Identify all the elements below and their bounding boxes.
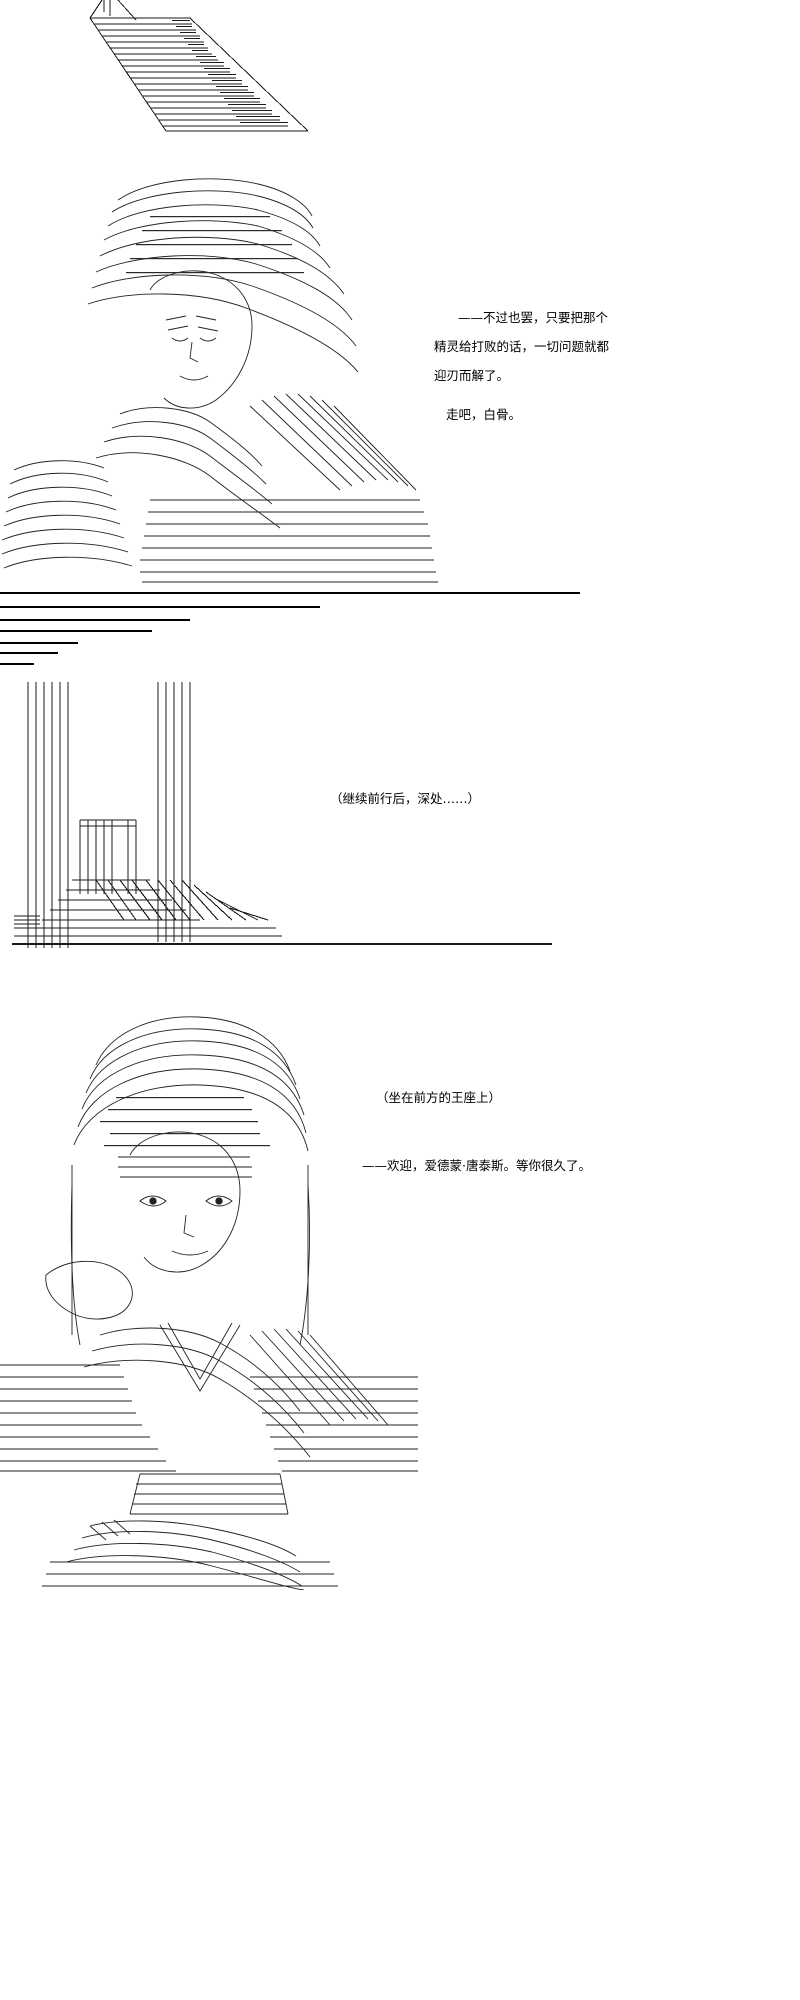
separator-rule-5 <box>0 642 78 644</box>
scene3-dialogue-line-1: ——欢迎，爱德蒙·唐泰斯。等你很久了。 <box>362 1158 591 1173</box>
scene1-dialogue-line-1: ——不过也罢，只要把那个 <box>458 310 609 325</box>
separator-rule-2 <box>0 606 320 608</box>
separator-rule-3 <box>0 619 190 621</box>
bottom-fragment-art <box>42 1473 338 1590</box>
top-stairs-art <box>89 0 309 132</box>
separator-rule-7 <box>0 663 34 665</box>
throne-character-art <box>0 1016 418 1472</box>
scene3-stage-direction: （坐在前方的王座上） <box>376 1090 502 1105</box>
scene1-dialogue-line-3: 迎刃而解了。 <box>434 368 510 383</box>
scene2-caption: （继续前行后，深处……） <box>330 791 481 806</box>
pillar-hall-art <box>12 682 552 948</box>
separator-rule-1 <box>0 592 580 594</box>
character-portrait-art <box>1 178 438 583</box>
separator-rule-4 <box>0 630 152 632</box>
separator-rule-6 <box>0 652 58 654</box>
scene1-dialogue-line-4: 走吧，白骨。 <box>446 407 522 422</box>
scene1-dialogue-line-2: 精灵给打败的话，一切问题就都 <box>434 339 610 354</box>
